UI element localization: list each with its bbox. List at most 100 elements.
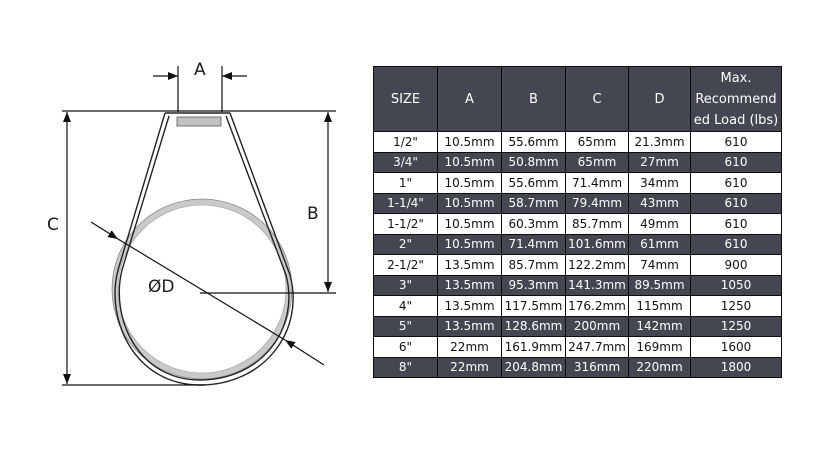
dimension-a	[153, 66, 247, 112]
size-spec-table: SIZE A B C D Max. Recommend ed Load (lbs…	[373, 66, 782, 378]
header-load-line-3: ed Load (lbs)	[693, 112, 779, 128]
cell-a: 10.5mm	[437, 172, 502, 194]
cell-max-load: 610	[690, 151, 782, 173]
cell-max-load: 1600	[690, 336, 782, 358]
cell-max-load: 610	[690, 131, 782, 153]
cell-d: 61mm	[628, 233, 691, 255]
header-b: B	[501, 66, 566, 132]
cell-size: 2-1/2"	[373, 254, 438, 276]
cell-d: 142mm	[628, 315, 691, 337]
cell-size: 1"	[373, 172, 438, 194]
header-d: D	[628, 66, 691, 132]
table-header-row: SIZE A B C D Max. Recommend ed Load (lbs…	[373, 66, 782, 132]
cell-a: 10.5mm	[437, 192, 502, 214]
cell-b: 85.7mm	[501, 254, 566, 276]
cell-a: 22mm	[437, 356, 502, 378]
cell-a: 10.5mm	[437, 131, 502, 153]
cell-c: 71.4mm	[565, 172, 629, 194]
cell-a: 13.5mm	[437, 295, 502, 317]
cell-d: 74mm	[628, 254, 691, 276]
cell-max-load: 1050	[690, 274, 782, 296]
label-d: ØD	[148, 277, 174, 297]
cell-c: 176.2mm	[565, 295, 629, 317]
cell-b: 128.6mm	[501, 315, 566, 337]
cell-b: 58.7mm	[501, 192, 566, 214]
cell-a: 10.5mm	[437, 151, 502, 173]
header-size: SIZE	[373, 66, 438, 132]
cell-a: 13.5mm	[437, 315, 502, 337]
header-a: A	[437, 66, 502, 132]
cell-c: 247.7mm	[565, 336, 629, 358]
cell-b: 55.6mm	[501, 131, 566, 153]
cell-d: 49mm	[628, 213, 691, 235]
clamp-tab	[176, 116, 222, 127]
cell-size: 5"	[373, 315, 438, 337]
cell-d: 43mm	[628, 192, 691, 214]
cell-d: 34mm	[628, 172, 691, 194]
cell-d: 220mm	[628, 356, 691, 378]
cell-b: 71.4mm	[501, 233, 566, 255]
dimension-d	[90, 221, 325, 366]
cell-d: 27mm	[628, 151, 691, 173]
cell-c: 122.2mm	[565, 254, 629, 276]
cell-a: 22mm	[437, 336, 502, 358]
header-load-line-1: Max.	[720, 70, 752, 86]
cell-b: 55.6mm	[501, 172, 566, 194]
label-b: B	[307, 204, 319, 224]
cell-max-load: 610	[690, 172, 782, 194]
cell-c: 101.6mm	[565, 233, 629, 255]
header-c: C	[565, 66, 629, 132]
cell-max-load: 610	[690, 192, 782, 214]
cell-c: 141.3mm	[565, 274, 629, 296]
cell-c: 65mm	[565, 131, 629, 153]
cell-a: 10.5mm	[437, 233, 502, 255]
cell-size: 1-1/2"	[373, 213, 438, 235]
cell-c: 316mm	[565, 356, 629, 378]
cell-a: 13.5mm	[437, 274, 502, 296]
header-load-line-2: Recommend	[695, 91, 777, 107]
cell-c: 65mm	[565, 151, 629, 173]
cell-max-load: 610	[690, 233, 782, 255]
cell-size: 2"	[373, 233, 438, 255]
cell-c: 79.4mm	[565, 192, 629, 214]
cell-size: 3"	[373, 274, 438, 296]
cell-b: 117.5mm	[501, 295, 566, 317]
cell-size: 4"	[373, 295, 438, 317]
cell-a: 13.5mm	[437, 254, 502, 276]
cell-d: 115mm	[628, 295, 691, 317]
cell-size: 3/4"	[373, 151, 438, 173]
cell-max-load: 1800	[690, 356, 782, 378]
cell-d: 21.3mm	[628, 131, 691, 153]
label-c: C	[47, 215, 59, 235]
cell-size: 1-1/4"	[373, 192, 438, 214]
cell-size: 6"	[373, 336, 438, 358]
cell-size: 1/2"	[373, 131, 438, 153]
cell-max-load: 900	[690, 254, 782, 276]
cell-d: 169mm	[628, 336, 691, 358]
cell-d: 89.5mm	[628, 274, 691, 296]
cell-max-load: 1250	[690, 315, 782, 337]
cell-max-load: 1250	[690, 295, 782, 317]
cell-c: 85.7mm	[565, 213, 629, 235]
label-a: A	[194, 60, 206, 80]
cell-a: 10.5mm	[437, 213, 502, 235]
cell-b: 161.9mm	[501, 336, 566, 358]
cell-b: 60.3mm	[501, 213, 566, 235]
cell-size: 8"	[373, 356, 438, 378]
header-max-load: Max. Recommend ed Load (lbs)	[690, 66, 782, 132]
cell-b: 50.8mm	[501, 151, 566, 173]
cell-b: 95.3mm	[501, 274, 566, 296]
pipe-hanger-diagram: A C B ØD	[47, 60, 336, 386]
